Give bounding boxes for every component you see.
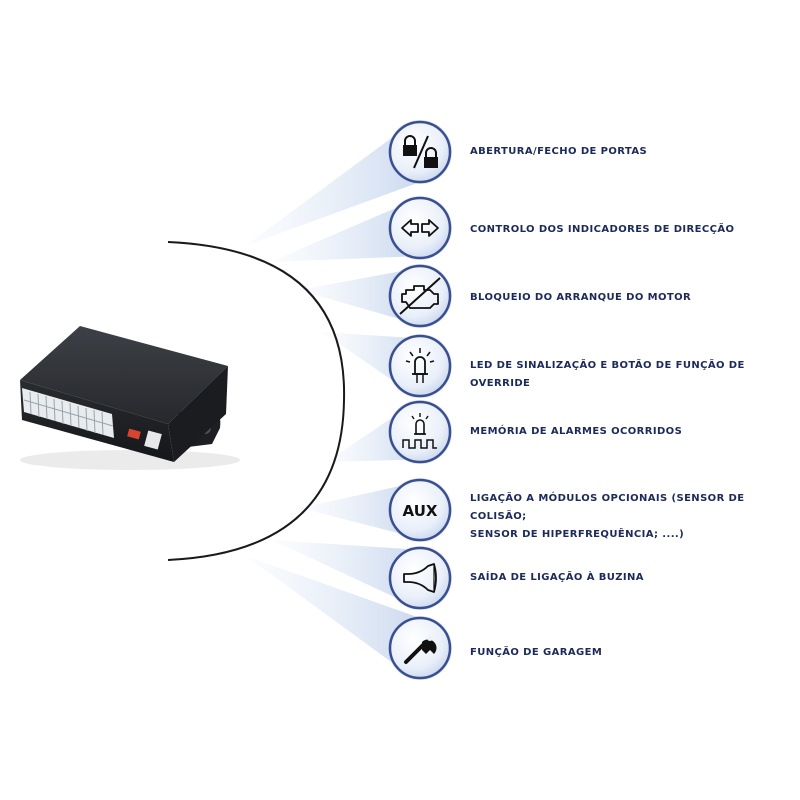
feature-label-direction-arrows: CONTROLO DOS INDICADORES DE DIRECÇÃO	[470, 221, 790, 239]
lock-unlock-icon	[388, 120, 452, 184]
ray-direction-arrows	[270, 200, 427, 262]
wrench-icon	[388, 616, 452, 680]
feature-label-line: SENSOR DE HIPERFREQUÊNCIA; ....)	[470, 529, 685, 540]
feature-label-wrench: FUNÇÃO DE GARAGEM	[470, 644, 790, 662]
feature-label-lock-unlock: ABERTURA/FECHO DE PORTAS	[470, 143, 790, 161]
svg-text:AUX: AUX	[403, 502, 438, 520]
ray-engine-block	[298, 267, 422, 325]
feature-label-engine-block: BLOQUEIO DO ARRANQUE DO MOTOR	[470, 289, 790, 307]
arc-divider	[167, 241, 346, 561]
feature-label-line: ABERTURA/FECHO DE PORTAS	[470, 146, 648, 157]
feature-label-line: MEMÓRIA DE ALARMES OCORRIDOS	[470, 426, 683, 437]
ray-horn	[272, 540, 428, 606]
feature-label-alarm-memory: MEMÓRIA DE ALARMES OCORRIDOS	[470, 423, 790, 441]
alarm-module-device	[20, 326, 240, 470]
feature-icons: AUX	[388, 120, 452, 680]
ray-aux	[300, 481, 421, 539]
direction-arrows-icon	[388, 196, 452, 260]
feature-label-horn: SAÍDA DE LIGAÇÃO À BUZINA	[470, 569, 790, 587]
aux-icon: AUX	[388, 478, 452, 542]
ray-wrench	[246, 556, 434, 674]
engine-block-icon	[388, 264, 452, 328]
led-signal-icon	[388, 334, 452, 398]
feature-label-line: LIGAÇÃO A MÓDULOS OPCIONAIS (SENSOR DE C…	[470, 493, 745, 522]
feature-label-line: CONTROLO DOS INDICADORES DE DIRECÇÃO	[470, 224, 735, 235]
feature-label-line: BLOQUEIO DO ARRANQUE DO MOTOR	[470, 292, 692, 303]
ray-lock-unlock	[245, 126, 434, 246]
feature-label-aux: LIGAÇÃO A MÓDULOS OPCIONAIS (SENSOR DE C…	[470, 490, 790, 544]
alarm-memory-icon	[388, 400, 452, 464]
feature-label-led-signal: LED DE SINALIZAÇÃO E BOTÃO DE FUNÇÃO DE …	[470, 357, 790, 393]
horn-icon	[388, 546, 452, 610]
feature-label-line: LED DE SINALIZAÇÃO E BOTÃO DE FUNÇÃO DE …	[470, 360, 745, 389]
feature-label-line: SAÍDA DE LIGAÇÃO À BUZINA	[470, 572, 644, 583]
feature-label-line: FUNÇÃO DE GARAGEM	[470, 647, 603, 658]
